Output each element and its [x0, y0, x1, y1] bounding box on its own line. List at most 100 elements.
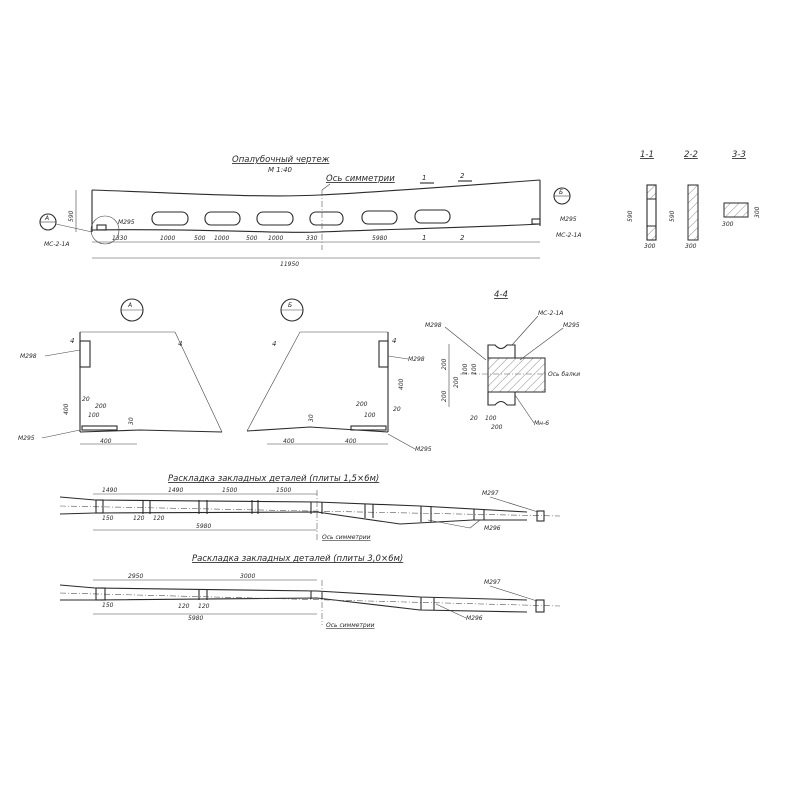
dimension-label: М296 [466, 615, 483, 622]
detail-a-label: А [127, 302, 132, 309]
detail-b: Б 4 4 М298 М295 400 20 200 100 30 400 40… [246, 298, 432, 453]
drawing-line [487, 344, 516, 359]
dimension-label: 150 [102, 515, 114, 522]
drawing-line [487, 391, 516, 406]
dimension-label: Мн-6 [534, 420, 549, 427]
drawing-line [435, 603, 467, 619]
dimension-label: 1490 [168, 487, 183, 494]
dimension-label: 200 [491, 424, 503, 431]
dimension-label: 5980 [196, 523, 211, 530]
dimension-label: 120 [153, 515, 165, 522]
dimension-label: 200 [95, 403, 107, 410]
dimension-label: М297 [484, 579, 501, 586]
drawing-line [95, 587, 106, 601]
dimension-label: М295 [415, 446, 432, 453]
section-3-3 [723, 202, 749, 218]
dimension-label: 4 [272, 340, 276, 348]
dimension-label: 300 [754, 206, 761, 218]
drawing-line [204, 211, 241, 226]
section-mark-2-bottom: 2 [460, 234, 465, 242]
drawing-line [174, 331, 223, 433]
dimension-label: 120 [198, 603, 210, 610]
formwork-drawing: Опалубочный чертеж М 1:40 Ось симметрии … [39, 155, 581, 268]
section-mark-2: 2 [460, 172, 465, 180]
drawing-line [256, 211, 294, 226]
dimension-label: 120 [178, 603, 190, 610]
detail-a: А 4 4 М298 М295 400 20 200 100 30 400 [18, 298, 223, 445]
drawing-line [198, 590, 435, 610]
section-mark-1-bottom: 1 [422, 234, 426, 242]
dimension-label: 20 [470, 415, 478, 422]
dimension-label: 400 [63, 403, 70, 415]
callout-a-label: А [44, 215, 49, 222]
dimension-label: 4 [178, 340, 182, 348]
drawing-line [387, 433, 416, 450]
formwork-scale: М 1:40 [268, 166, 293, 174]
formwork-title: Опалубочный чертеж [232, 155, 330, 165]
drawing-line [535, 599, 545, 613]
dimension-label: 200 [453, 376, 460, 388]
dimension-label: 200 [441, 358, 448, 370]
chain-dimensions: 1330 1000 500 1000 500 1000 330 5980 [112, 235, 387, 242]
dimension-label: 400 [100, 438, 112, 445]
plate-m295-right [531, 218, 541, 225]
right-plate-label: М295 [560, 216, 577, 223]
dimension-label: 20 [82, 396, 90, 403]
dimension-label: 500 [194, 235, 206, 242]
dimension-label: 5980 [372, 235, 387, 242]
dimension-label: МС-2-1А [538, 310, 563, 317]
drawing-line [95, 499, 104, 514]
drawing-line [59, 584, 528, 601]
dimension-label: Раскладка закладных деталей (плиты 3,0×6… [192, 554, 403, 564]
dimension-label: Ось симметрии [322, 534, 371, 541]
dimension-label: 20 [393, 406, 401, 413]
drawing-line [378, 340, 389, 368]
embedded-parts-layout-1: Раскладка закладных деталей (плиты 1,5×6… [59, 474, 561, 541]
cross-sections: 1-1 590 300 2-2 590 300 3-3 300 300 [627, 150, 761, 250]
dimension-label: М295 [18, 435, 35, 442]
total-length: 11950 [280, 261, 299, 268]
drawing-line [350, 425, 387, 431]
drawing-line [519, 327, 564, 361]
drawing-line [59, 496, 528, 513]
drawing-line [489, 496, 539, 513]
drawing-line [427, 519, 471, 529]
detail-b-label: Б [288, 302, 292, 309]
dimension-label: 590 [669, 210, 676, 222]
web-openings [151, 209, 451, 226]
drawing-line [59, 592, 561, 607]
drawing-line [489, 585, 538, 602]
dimension-label: 330 [306, 235, 318, 242]
dimension-label: Ось симметрии [326, 622, 375, 629]
drawing-line [79, 340, 91, 368]
drawing-line [444, 326, 487, 361]
section-4-4: 4-4 М298 МС-2-1А М295 Ось балки 200 200 … [425, 290, 580, 431]
dimension-label: М298 [408, 356, 425, 363]
dimension-label: Ось балки [548, 371, 580, 378]
drawing-line [44, 349, 81, 357]
drawing-line [487, 357, 546, 393]
dimension-label: Раскладка закладных деталей (плиты 1,5×6… [168, 474, 379, 484]
dimension-label: 1000 [160, 235, 175, 242]
left-plate-label: М295 [118, 219, 135, 226]
dimension-label: 100 [88, 412, 100, 419]
dimension-label: 100 [485, 415, 497, 422]
drawing-line [41, 429, 81, 439]
dimension-label: М298 [20, 353, 37, 360]
drawing-line [387, 355, 409, 360]
dimension-label: 3000 [240, 573, 255, 580]
dimension-label: 300 [644, 243, 656, 250]
axis-label: Ось симметрии [326, 174, 395, 184]
beam-top-edge [91, 179, 541, 197]
dimension-label: 200 [441, 390, 448, 402]
drawing-line [142, 500, 485, 522]
dimension-label: М296 [484, 525, 501, 532]
drawing-line [646, 184, 657, 200]
embedded-parts-layout-2: Раскладка закладных деталей (плиты 3,0×6… [59, 554, 561, 629]
dimension-label: 30 [308, 414, 315, 422]
dimension-label: 590 [627, 210, 634, 222]
dimension-label: 1000 [214, 235, 229, 242]
dimension-label: 30 [128, 417, 135, 425]
drawing-line [361, 210, 398, 225]
